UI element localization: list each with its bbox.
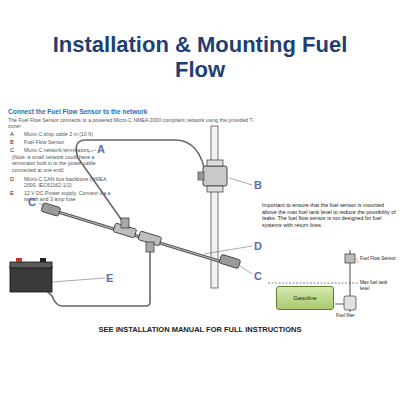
intro-text: The Fuel Flow Sensor connects to a power… <box>8 117 263 130</box>
leader-line <box>88 150 96 152</box>
fuel-flow-sensor <box>198 160 227 192</box>
sketch-label: Fuel filter <box>336 313 376 319</box>
key-letter: D <box>10 176 20 183</box>
fuel-system-sketch <box>268 250 359 312</box>
mini-sensor <box>345 254 355 263</box>
sketch-label: Max fuel tank level <box>360 280 398 291</box>
leader-line <box>39 203 44 206</box>
leader-line <box>52 278 105 282</box>
battery <box>10 258 52 292</box>
key-letter: C <box>10 147 20 154</box>
t-connector <box>138 231 162 252</box>
fuel-pipe <box>211 126 218 288</box>
callout-letter: D <box>254 240 266 253</box>
max-level-line <box>268 283 358 284</box>
key-letter: B <box>10 139 20 146</box>
key-text: Micro-C CAN bus backbone (NMEA 2000, IEC… <box>24 176 119 189</box>
callout-letter: C <box>254 270 266 283</box>
key-letter: A <box>10 131 20 138</box>
key-letter: E <box>10 190 20 197</box>
key-note: (Note: a small network could have a term… <box>12 154 112 173</box>
footer-note: SEE INSTALLATION MANUAL FOR FULL INSTRUC… <box>0 325 400 334</box>
tank-label: Gasoline <box>293 295 317 301</box>
warning-note: Important to ensure that the fuel sensor… <box>262 202 396 228</box>
key-text: Micro-C drop cable 2 m (10 ft) <box>24 131 124 137</box>
callout-letter: C <box>28 196 40 209</box>
leader-line <box>240 266 252 274</box>
fuel-tank: Gasoline <box>276 286 334 310</box>
t-connector <box>113 218 137 238</box>
backbone-cable <box>58 212 222 262</box>
terminator <box>219 254 241 268</box>
power-cable <box>46 252 150 306</box>
page-title: Installation & Mounting Fuel Flow <box>50 32 350 83</box>
fuel-filter <box>344 296 356 310</box>
terminator <box>41 203 61 217</box>
callout-letter: A <box>97 143 109 156</box>
callout-letter: E <box>106 272 118 285</box>
key-text: Fuel Flow Sensor <box>24 139 124 145</box>
key-text: Micro-C network terminators <box>24 147 124 153</box>
leader-line <box>204 246 252 254</box>
key-text: 12 V DC Power supply. Connect via a swit… <box>24 190 119 203</box>
callout-letter: B <box>254 179 266 192</box>
sketch-label: Fuel Flow Sensor <box>360 256 398 262</box>
section-heading: Connect the Fuel Flow Sensor to the netw… <box>8 108 258 116</box>
leader-line <box>229 178 252 185</box>
